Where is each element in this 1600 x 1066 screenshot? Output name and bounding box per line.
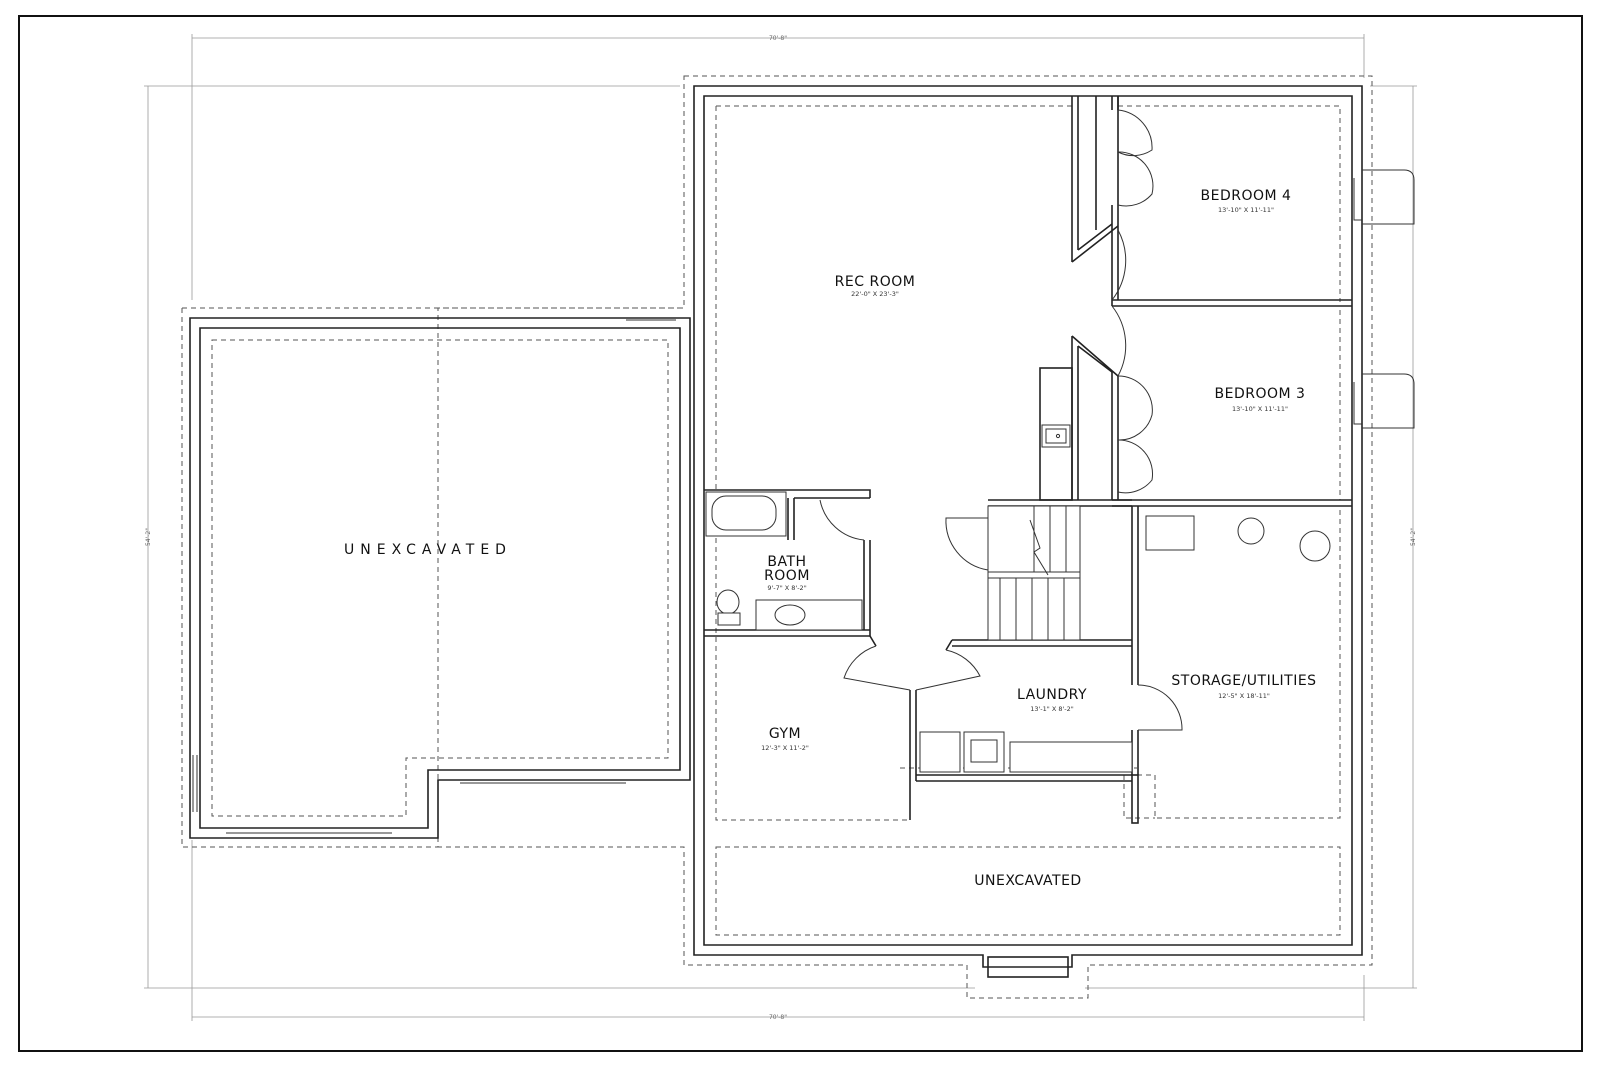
footing-outline <box>437 75 1373 999</box>
dimension-bottom: 70'-8" <box>769 1014 787 1021</box>
interior-walls <box>704 96 1352 824</box>
water-heater-icon <box>1237 517 1265 545</box>
window-well-bedroom3 <box>1353 373 1415 429</box>
bathroom-label-line2: ROOM <box>764 568 810 584</box>
vanity <box>755 599 863 631</box>
window-well-bedroom4 <box>1353 169 1415 225</box>
bathroom-label-line1: BATH <box>767 554 806 570</box>
electrical-panel <box>1145 515 1195 551</box>
sheet-border <box>18 15 1583 1052</box>
toilet <box>716 589 740 615</box>
bathroom-size: 9'-7" X 8'-2" <box>767 584 806 592</box>
rec-room-label: REC ROOM <box>835 274 916 290</box>
dimension-lines <box>144 34 1417 1021</box>
dimension-top: 70'-8" <box>769 35 787 42</box>
bedroom3-size: 13'-10" X 11'-11" <box>1232 405 1288 413</box>
bedroom4-label: BEDROOM 4 <box>1201 188 1292 204</box>
staircase <box>987 505 1081 641</box>
bedroom3-label: BEDROOM 3 <box>1215 386 1306 402</box>
furnace-icon <box>1299 530 1331 562</box>
laundry-label: LAUNDRY <box>1017 687 1087 703</box>
bedroom4-size: 13'-10" X 11'-11" <box>1218 206 1274 214</box>
doors <box>819 109 1183 731</box>
laundry-size: 13'-1" X 8'-2" <box>1030 705 1074 713</box>
storage-size: 12'-5" X 18'-11" <box>1218 692 1270 700</box>
gym-size: 12'-3" X 11'-2" <box>761 744 809 752</box>
unexcavated-bottom-label: UNEXCAVATED <box>974 873 1081 889</box>
footing-outline-left <box>181 307 684 848</box>
house-walls <box>693 85 1363 978</box>
left-unexcavated-block <box>189 317 691 839</box>
storage-label: STORAGE/UTILITIES <box>1171 673 1316 689</box>
dimension-left: 54'-2" <box>145 528 152 546</box>
rec-room-size: 22'-0" X 23'-3" <box>851 290 899 298</box>
washer <box>919 731 961 773</box>
dimension-right: 54'-2" <box>1410 528 1417 546</box>
room-labels: REC ROOM 22'-0" X 23'-3" BEDROOM 4 13'-1… <box>344 188 1316 889</box>
gym-label: GYM <box>769 726 801 742</box>
fixtures <box>705 169 1415 773</box>
unexcavated-left-label: UNEXCAVATED <box>344 542 512 558</box>
